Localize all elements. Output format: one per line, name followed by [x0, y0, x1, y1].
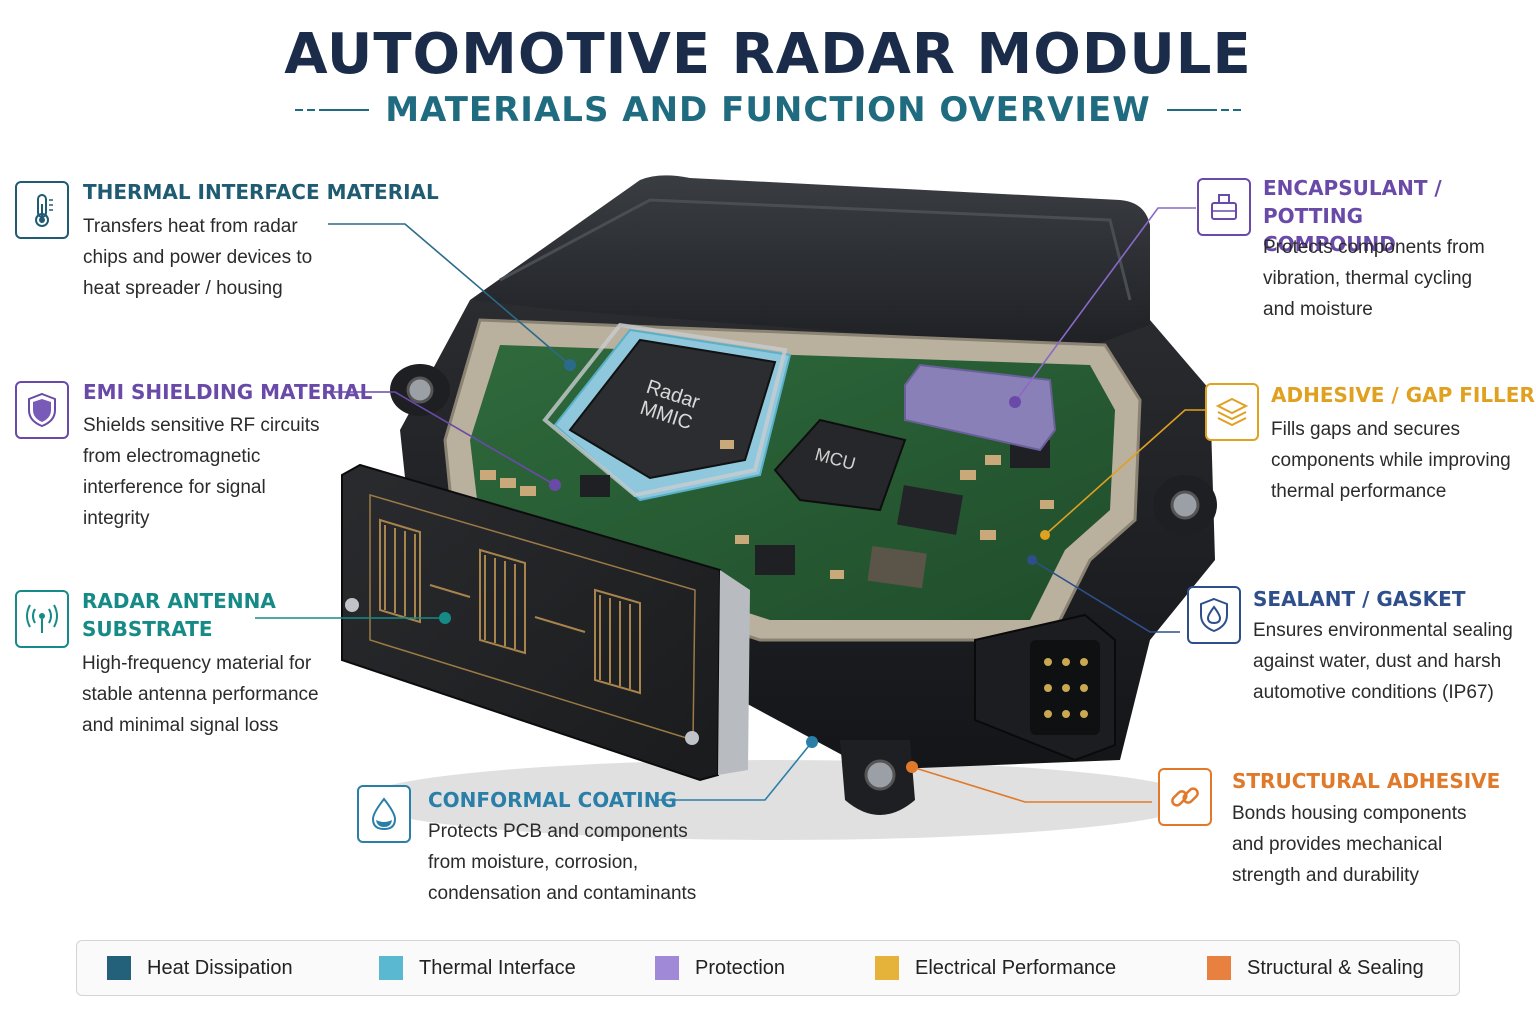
leader-adhesive — [1044, 409, 1205, 536]
callout-title-antenna: RADAR ANTENNA SUBSTRATE — [82, 589, 276, 641]
antenna-screw-top — [345, 598, 359, 612]
mount-hole-bottom — [864, 759, 896, 791]
callout-title-emi: EMI SHIELDING MATERIAL — [83, 380, 373, 404]
chain-link-icon — [1158, 768, 1212, 826]
antenna-signal-icon — [15, 590, 69, 648]
housing-lid — [470, 175, 1150, 350]
shield-icon — [15, 381, 69, 439]
leader-thermal — [328, 223, 571, 366]
legend-item-heat: Heat Dissipation — [107, 956, 293, 980]
ic-small-2 — [867, 545, 927, 589]
legend-label: Heat Dissipation — [147, 956, 293, 979]
legend-label: Electrical Performance — [915, 956, 1117, 979]
callout-desc-structural: Bonds housing components and provides me… — [1232, 803, 1467, 886]
marker-sealant — [1027, 555, 1037, 565]
legend-item-structural: Structural & Sealing — [1207, 956, 1424, 980]
page-subtitle: MATERIALS AND FUNCTION OVERVIEW — [385, 90, 1151, 130]
shield-droplet-icon — [1187, 586, 1241, 644]
callout-title-thermal: THERMAL INTERFACE MATERIAL — [83, 180, 439, 204]
leader-emi — [328, 391, 556, 486]
leader-conformal — [655, 741, 813, 801]
thermometer-icon — [15, 181, 69, 239]
leader-structural — [911, 766, 1152, 803]
callout-desc-antenna: High-frequency material for stable anten… — [82, 653, 319, 736]
mount-hole-right — [1170, 490, 1200, 520]
legend-item-electrical: Electrical Performance — [875, 956, 1116, 980]
callout-title-encapsulant: ENCAPSULANT / POTTING COMPOUND — [1263, 176, 1442, 256]
marker-emi — [549, 479, 561, 491]
callout-desc-sealant: Ensures environmental sealing against wa… — [1253, 620, 1513, 703]
callout-desc-adhesive: Fills gaps and secures components while … — [1271, 419, 1511, 502]
legend-swatch — [107, 956, 131, 980]
mcu-chip — [773, 418, 907, 512]
callout-desc-conformal: Protects PCB and components from moistur… — [428, 821, 697, 904]
legend-label: Thermal Interface — [419, 956, 576, 979]
legend-swatch — [379, 956, 403, 980]
mount-hole-left — [406, 376, 434, 404]
encapsulant-block — [904, 363, 1057, 452]
marker-adhesive — [1040, 530, 1050, 540]
legend-item-protection: Protection — [655, 956, 785, 980]
legend-item-thermal: Thermal Interface — [379, 956, 576, 980]
antenna-bezel — [718, 570, 750, 775]
marker-antenna — [439, 612, 451, 624]
legend-label: Protection — [695, 956, 786, 979]
potting-container-icon — [1197, 178, 1251, 236]
callout-desc-encapsulant: Protects components from vibration, ther… — [1263, 237, 1485, 320]
antenna-screw-bottom — [685, 731, 699, 745]
emi-shield-frame — [542, 322, 788, 498]
droplet-icon — [357, 785, 411, 843]
subtitle-row: MATERIALS AND FUNCTION OVERVIEW — [0, 90, 1536, 130]
legend-label: Structural & Sealing — [1247, 956, 1424, 979]
legend: Heat Dissipation Thermal Interface Prote… — [76, 940, 1460, 996]
callout-title-conformal: CONFORMAL COATING — [428, 788, 677, 812]
module-shadow — [360, 760, 1200, 840]
marker-structural — [906, 761, 918, 773]
connector-pins — [1044, 658, 1088, 718]
subtitle-left-rule — [295, 109, 370, 111]
callout-title-adhesive: ADHESIVE / GAP FILLER — [1271, 383, 1535, 407]
layers-icon — [1205, 383, 1259, 441]
marker-thermal — [564, 359, 576, 371]
marker-encapsulant — [1009, 396, 1021, 408]
callout-desc-thermal: Transfers heat from radar chips and powe… — [83, 216, 313, 299]
ic-small-3 — [755, 545, 795, 575]
antenna-patch-array — [379, 518, 641, 695]
passive-components — [480, 440, 1054, 579]
leader-sealant — [1031, 559, 1180, 633]
legend-swatch — [875, 956, 899, 980]
callout-desc-emi: Shields sensitive RF circuits from elect… — [83, 415, 320, 529]
ic-small-1 — [896, 485, 964, 535]
marker-conformal — [806, 736, 818, 748]
legend-swatch — [655, 956, 679, 980]
leader-encapsulant — [1014, 207, 1196, 403]
callout-title-sealant: SEALANT / GASKET — [1253, 587, 1466, 611]
ic-small-4 — [580, 475, 610, 497]
legend-swatch — [1207, 956, 1231, 980]
page-title: AUTOMOTIVE RADAR MODULE — [284, 22, 1252, 87]
callout-title-structural: STRUCTURAL ADHESIVE — [1232, 769, 1501, 793]
subtitle-right-rule — [1166, 109, 1241, 111]
